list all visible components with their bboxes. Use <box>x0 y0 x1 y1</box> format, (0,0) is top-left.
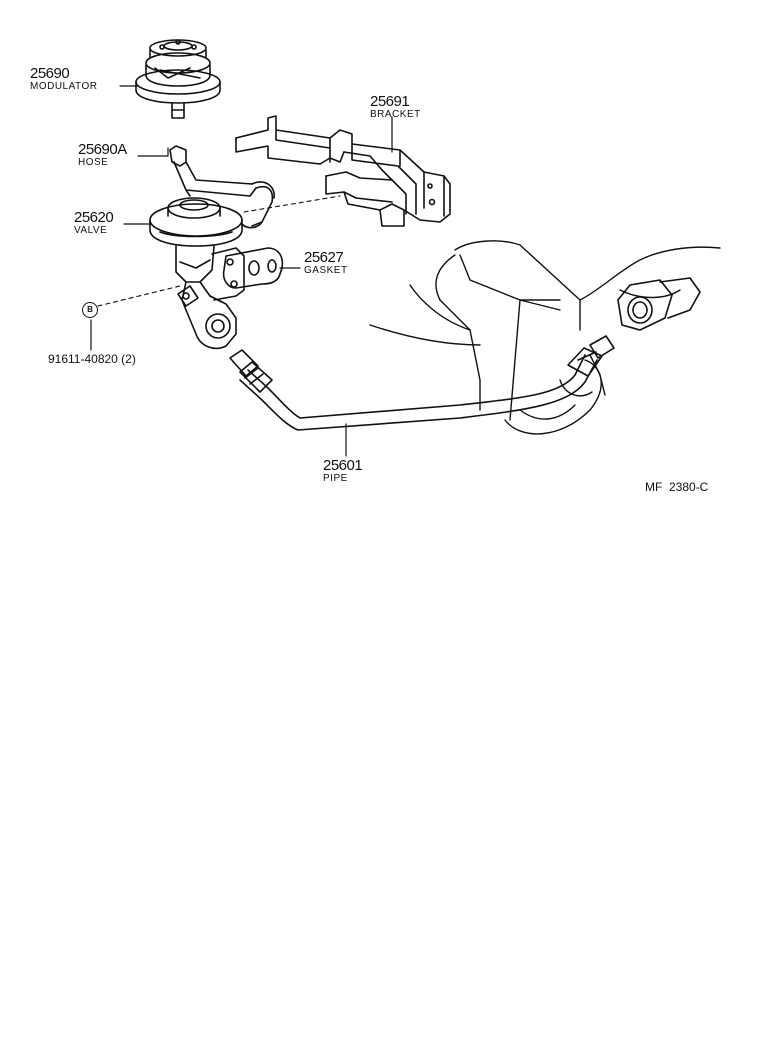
pipe-25601 <box>229 335 615 431</box>
pipe-part-number: 25601 <box>323 457 363 474</box>
hose-label: 25690A HOSE <box>78 142 127 168</box>
hose-drawing <box>169 145 275 229</box>
valve-drawing <box>149 197 245 350</box>
gasket-drawing <box>222 247 284 289</box>
assembly-dashed-lines <box>97 195 341 307</box>
engine-block-outline <box>369 240 721 435</box>
gasket-label: 25627 GASKET <box>304 250 348 276</box>
bolt-symbol-icon: B <box>82 302 98 318</box>
engine-fitting <box>617 277 701 331</box>
bolt-part-number: 91611-40820 (2) <box>48 352 136 366</box>
valve-label: 25620 VALVE <box>74 209 114 236</box>
bracket-label: 25691 BRACKET <box>370 94 421 120</box>
pipe-label: 25601 PIPE <box>323 457 363 484</box>
hose-part-number: 25690A <box>78 141 127 158</box>
modulator-part-number: 25690 <box>30 65 70 82</box>
modulator-drawing <box>135 39 221 119</box>
modulator-part-name: MODULATOR <box>30 81 98 92</box>
drawing-code: MF 2380-C <box>645 480 709 494</box>
gasket-part-name: GASKET <box>304 265 348 276</box>
valve-part-number: 25620 <box>74 209 114 226</box>
bracket-part-name: BRACKET <box>370 109 421 120</box>
gasket-part-number: 25627 <box>304 249 344 266</box>
pipe-part-name: PIPE <box>323 473 348 484</box>
valve-part-name: VALVE <box>74 225 108 236</box>
hose-part-name: HOSE <box>78 157 109 168</box>
modulator-label: 25690 MODULATOR <box>30 66 97 92</box>
leader-lines <box>90 85 393 457</box>
bracket-drawing <box>235 115 451 227</box>
bracket-part-number: 25691 <box>370 93 410 110</box>
